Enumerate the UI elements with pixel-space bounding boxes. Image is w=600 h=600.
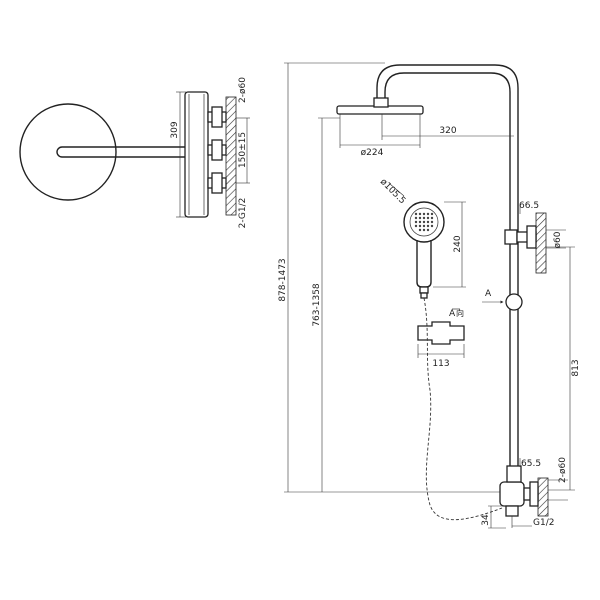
dim-holder-width: 113: [432, 359, 449, 369]
front-riser-inner: [384, 72, 511, 470]
dim-side-height: 309: [170, 121, 180, 138]
dim-outlet-thread: G1/2: [533, 518, 554, 528]
top-view-arm: [56, 146, 194, 158]
side-view-wall-hatch: [225, 96, 237, 216]
wall-hatch-lower: [537, 477, 549, 517]
hand-shower-handle: [416, 240, 432, 288]
dim-side-thread: 2-G1/2: [238, 198, 248, 229]
view-a-suffix: 向: [456, 308, 464, 318]
dim-head-dia: ø224: [361, 148, 384, 158]
front-riser-outer: [376, 64, 519, 470]
mixer-body: [499, 481, 525, 507]
top-view-shower-head-disc: [19, 103, 117, 201]
dim-bracket-to-mixer: 813: [571, 359, 581, 376]
hand-shower-head: [403, 201, 445, 243]
slide-holder: [417, 321, 465, 345]
dim-bracket-dia: ø60: [553, 231, 563, 248]
dim-side-inlet-dia: 2-ø60: [238, 77, 248, 103]
dim-total-height: 878-1473: [278, 258, 288, 301]
front-view: 878-1473 763-1358 ø224 320: [278, 62, 581, 529]
dim-wall-offset-top: 66.5: [519, 201, 539, 211]
view-a-label: A: [449, 309, 456, 319]
hand-shower-nozzles: [414, 212, 434, 232]
top-view: [19, 103, 201, 201]
dim-arm-reach: 320: [439, 126, 456, 136]
side-view: 309 2-ø60 150±15 2-G1/2: [170, 77, 250, 229]
dim-side-centre: 150±15: [238, 132, 248, 168]
dim-hand-dia: ø105.5: [378, 177, 407, 206]
wall-hatch-upper: [535, 212, 547, 274]
dim-hand-length: 240: [453, 235, 463, 252]
view-a-arrow-label: A: [485, 289, 492, 299]
dim-outlet-height: 34: [481, 514, 491, 526]
slide-knob: [505, 293, 523, 311]
side-view-valve-body: [184, 91, 209, 218]
dim-adjust-height: 763-1358: [312, 283, 322, 327]
dim-mixer-offset: 65.5: [521, 459, 541, 469]
hose: [423, 297, 503, 521]
dim-mixer-inlet-dia: 2-ø60: [558, 457, 568, 483]
